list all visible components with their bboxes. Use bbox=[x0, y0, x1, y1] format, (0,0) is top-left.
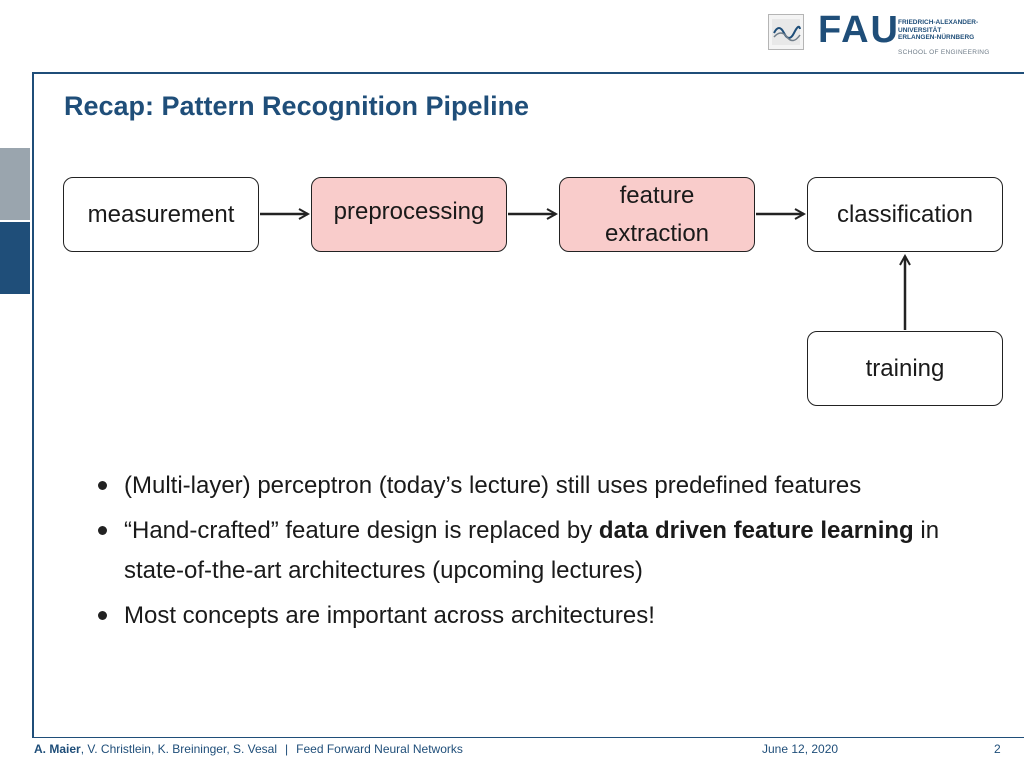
node-feature-extraction: feature extraction bbox=[559, 177, 755, 252]
bullet-text: “Hand-crafted” feature design is replace… bbox=[124, 517, 599, 544]
footer-lead-author: A. Maier bbox=[34, 742, 81, 756]
node-preprocessing: preprocessing bbox=[311, 177, 507, 252]
node-classification-label: classification bbox=[836, 200, 974, 228]
bullet-item: Most concepts are important across archi… bbox=[96, 596, 996, 636]
node-measurement: measurement bbox=[63, 177, 259, 252]
frame-bottom-rule bbox=[32, 737, 1024, 738]
node-classification: classification bbox=[807, 177, 1003, 252]
node-preprocessing-label: preprocessing bbox=[333, 197, 485, 225]
bullet-text: in state-of-the-art architectures (upcom… bbox=[124, 517, 940, 584]
node-feature-extraction-label: feature extraction bbox=[604, 181, 710, 247]
bullet-list: (Multi-layer) perceptron (today’s lectur… bbox=[96, 466, 996, 641]
bullet-emphasis: data driven feature learning bbox=[598, 517, 914, 544]
slide-title: Recap: Pattern Recognition Pipeline bbox=[64, 91, 530, 121]
node-measurement-label: measurement bbox=[87, 200, 235, 228]
university-line: FRIEDRICH-ALEXANDER- bbox=[898, 19, 979, 26]
bullet-item: (Multi-layer) perceptron (today’s lectur… bbox=[96, 466, 996, 506]
bullet-text: Most concepts are important across archi… bbox=[124, 602, 655, 629]
node-training: training bbox=[807, 331, 1003, 406]
university-line: ERLANGEN-NÜRNBERG bbox=[898, 34, 975, 41]
school-name: SCHOOL OF ENGINEERING bbox=[898, 49, 990, 56]
university-name: FRIEDRICH-ALEXANDER- UNIVERSITÄT ERLANGE… bbox=[898, 19, 978, 42]
footer-authors: A. Maier, V. Christlein, K. Breininger, … bbox=[34, 742, 463, 756]
side-tab-dark bbox=[0, 222, 30, 294]
frame-top-rule bbox=[32, 72, 1024, 74]
footer-page-number: 2 bbox=[994, 742, 1001, 756]
bullet-item: “Hand-crafted” feature design is replace… bbox=[96, 511, 996, 591]
footer-other-authors: , V. Christlein, K. Breininger, S. Vesal bbox=[80, 742, 278, 756]
footer-lecture: Feed Forward Neural Networks bbox=[296, 742, 463, 756]
node-training-label: training bbox=[865, 354, 945, 382]
frame-left-rule bbox=[32, 72, 34, 738]
footer-separator: | bbox=[285, 742, 289, 756]
university-line: UNIVERSITÄT bbox=[898, 26, 942, 34]
fau-logo-text: FAU bbox=[818, 9, 900, 51]
institute-logo-icon bbox=[768, 14, 804, 50]
bullet-text: (Multi-layer) perceptron (today’s lectur… bbox=[124, 472, 862, 499]
fau-logo: FAU bbox=[818, 9, 900, 51]
side-tab-light bbox=[0, 148, 30, 220]
footer-date: June 12, 2020 bbox=[762, 742, 839, 756]
